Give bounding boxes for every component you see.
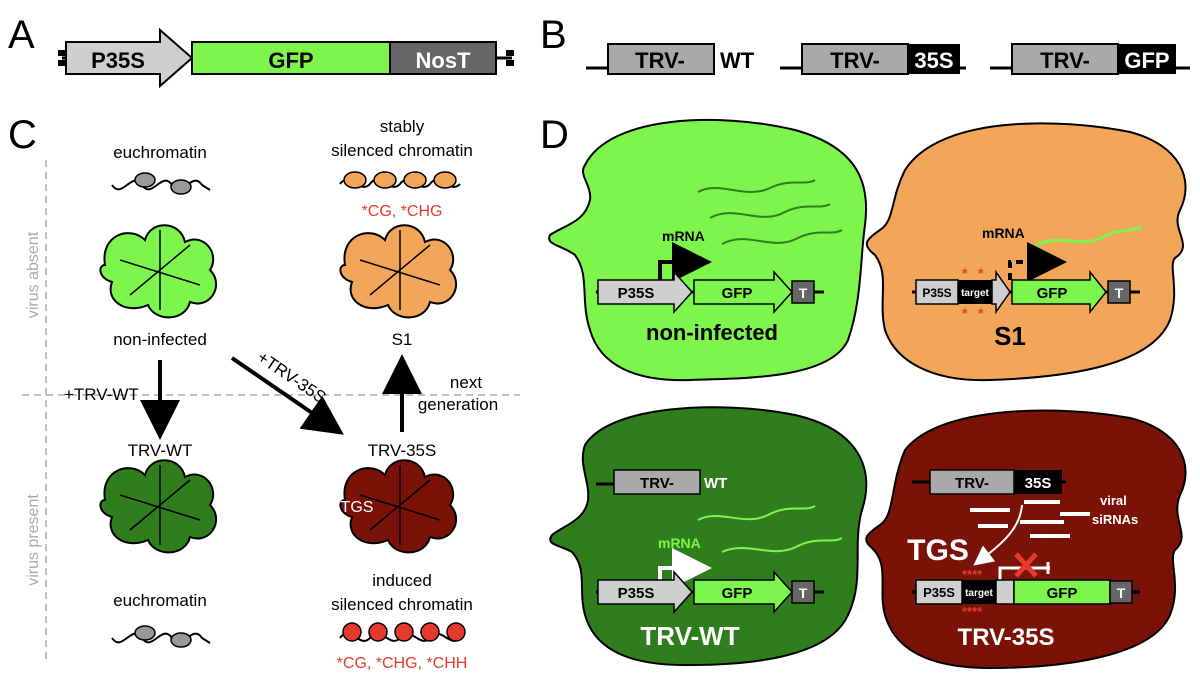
leaf-title-1: non-infected [646,320,778,345]
mrna-label-3: mRNA [658,535,701,551]
gfp-label-d3: GFP [722,585,753,602]
next-label-2: generation [418,395,498,414]
stably-marks: *CG, *CHG [362,203,443,220]
term-label-d4: T [1117,585,1126,601]
induced-label-2: silenced chromatin [331,595,473,614]
svg-text:****: **** [962,567,983,582]
leaf-title-3: TRV-WT [640,621,739,651]
tgs-label-d4: TGS [907,534,969,567]
virus-present-label: virus present [25,494,42,586]
trv-box-label-2: TRV- [830,48,880,73]
svg-text:****: **** [962,604,983,619]
leaf-title-4: TRV-35S [958,624,1055,651]
promoter-label-d4: P35S [923,585,955,600]
induced-marks: *CG, *CHG, *CHH [337,655,468,672]
plant-trv-wt [99,459,217,554]
promoter-label-d2: P35S [922,286,951,300]
trv-box-label-d4: TRV- [955,475,989,492]
stably-label-2: silenced chromatin [331,141,473,160]
non-infected-label: non-infected [113,330,207,349]
svg-text:*: * [962,305,968,321]
euchromatin-bottom-label: euchromatin [113,591,207,610]
trv-wt-label: TRV-WT [128,441,193,460]
promoter-arrow-a [65,27,194,89]
virus-absent-label: virus absent [25,231,42,318]
target-label-d4: target [965,588,993,599]
trv-tag-d3: WT [704,475,727,492]
stably-chromatin-icon [339,171,461,189]
mrna-label-1: mRNA [662,228,705,244]
induced-label-1: induced [372,571,432,590]
panel-b-label: B [540,13,567,57]
nost-box [389,41,497,75]
leaf-non-infected: mRNA P35S GFP T non-infected [548,118,868,382]
gfp-label-a: GFP [268,48,313,73]
leaf-s1: mRNA P35S target GFP T * * * * S1 [865,122,1187,382]
trv-tag-wt: WT [720,48,755,73]
target-label-d2: target [961,288,989,299]
gfp-label-d4: GFP [1047,585,1078,602]
euchromatin-bottom-icon [111,625,211,648]
trv-box-label-d3: TRV- [640,475,674,492]
euchromatin-top-label: euchromatin [113,143,207,162]
methyl-marks-s1: * * * * [962,265,984,321]
panel-b-trv-wt: TRV- WT [586,43,755,75]
trv-tag-35s: 35S [914,48,953,73]
arrow-trv-wt-label: +TRV-WT [64,385,139,404]
trv-tag-gfp: GFP [1124,48,1169,73]
leaf-trv-wt: TRV- WT mRNA P35S GFP T TRV-WT [549,406,868,667]
trv-35s-label: TRV-35S [368,441,437,460]
arrow-trv-35s [230,356,344,435]
nost-label: NosT [416,48,472,73]
trv-box-label-1: TRV- [635,48,685,73]
panel-b-trv-35s: TRV- 35S [780,43,966,75]
leaf-trv-35s: TRV- 35S viral siRNAs TGS P35S target GF… [865,409,1187,670]
tgs-plant-label: TGS [341,499,374,516]
term-label-d2: T [1115,285,1124,301]
s1-label: S1 [392,330,413,349]
plant-s1 [339,224,457,319]
svg-text:*: * [962,265,968,281]
promoter-label-d3: P35S [618,585,655,602]
plant-non-infected [99,224,217,319]
panel-b-trv-gfp: TRV- GFP [990,43,1190,75]
induced-chromatin-icon [339,622,466,642]
svg-text:*: * [978,305,984,321]
gfp-label-d2: GFP [1037,285,1068,302]
panel-a-label: A [8,13,35,57]
euchromatin-top-icon [111,172,211,195]
gfp-box-a [191,41,391,75]
promoter-label-d1: P35S [618,285,655,302]
sirna-fragments [970,500,1090,538]
term-label-d3: T [799,585,808,601]
plant-trv-35s [339,459,457,554]
trv-tag-d4: 35S [1025,475,1052,492]
trv-box-label-3: TRV- [1040,48,1090,73]
mrna-label-2: mRNA [982,225,1025,241]
panel-d-label: D [540,113,569,157]
leaf-title-2: S1 [994,321,1026,351]
svg-text:*: * [978,265,984,281]
gfp-label-d1: GFP [722,285,753,302]
panel-c-label: C [8,113,37,157]
promoter-label-a: P35S [91,48,145,73]
term-label-d1: T [799,285,808,301]
methyl-marks-tgs: **** **** [962,567,983,619]
stably-label-1: stably [380,117,425,136]
sirna-label-2: siRNAs [1092,512,1138,527]
sirna-label-1: viral [1100,493,1127,508]
next-label-1: next [450,373,482,392]
panel-a-construct: P35S GFP NosT [58,27,514,89]
